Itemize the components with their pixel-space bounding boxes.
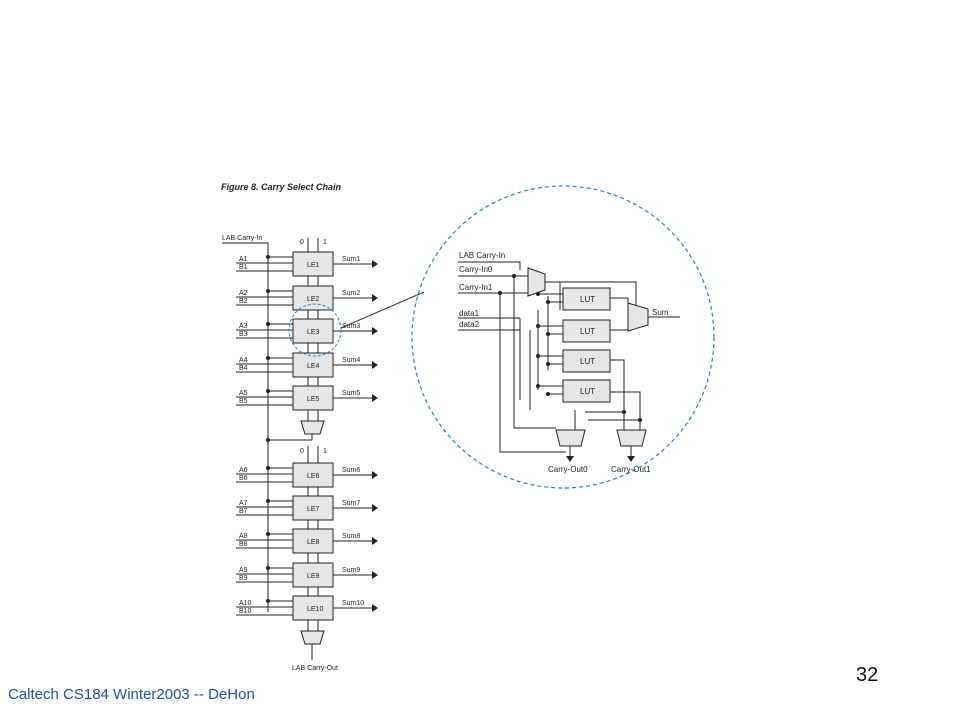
lut-1: LUT [536,287,611,311]
le3-highlight-circle [288,303,342,357]
sum-label: Sum8 [342,533,360,540]
lab-carry-out-label: LAB Carry-Out [292,665,338,672]
detail-input-mux [527,267,546,297]
input-a-label: A1 [239,256,248,263]
carry-out1-mux [616,429,647,447]
input-a-label: A2 [239,290,248,297]
lut-4: LUT [536,379,611,403]
detail-zoom-circle [411,185,715,489]
select-1-label: 1 [323,239,327,246]
le-label: LE2 [307,296,320,303]
input-a-label: A4 [239,357,248,364]
detail-data2: data2 [459,320,480,329]
detail-data1: data1 [459,309,480,318]
sum-label: Sum4 [342,357,360,364]
input-b-label: B2 [239,298,248,305]
lut-2: LUT [536,319,611,343]
le-label: LE3 [307,329,320,336]
sum-label: Sum2 [342,290,360,297]
lab-carry-in-label: LAB Carry-In [222,235,263,242]
carry-out1-label: Carry-Out1 [611,465,651,474]
le-label: LE10 [307,606,323,613]
detail-sum-label: Sum [652,308,669,317]
le-label: LE6 [307,473,320,480]
carry-out0-label: Carry-Out0 [548,465,588,474]
input-b-label: B4 [239,365,248,372]
le-label: LE8 [307,539,320,546]
sum-label: Sum1 [342,256,360,263]
sum-label: Sum10 [342,600,364,607]
input-a-label: A5 [239,390,248,397]
input-a-label: A10 [239,600,252,607]
sum-label: Sum3 [342,323,360,330]
sum-label: Sum9 [342,567,360,574]
le-label: LE9 [307,573,320,580]
input-b-label: B6 [239,475,248,482]
le-label: LE1 [307,262,320,269]
lut-label: LUT [580,357,595,366]
input-b-label: B1 [239,264,248,271]
select-0-label-lower: 0 [300,448,304,455]
select-0-label: 0 [300,239,304,246]
input-b-label: B9 [239,575,248,582]
lut-group: LUT LUT LUT LUT [536,287,611,403]
input-b-label: B7 [239,508,248,515]
zoom-connector [340,291,425,329]
input-b-label: B5 [239,398,248,405]
final-carry-mux [300,630,325,645]
mid-carry-mux [300,420,325,435]
footer-text: Caltech CS184 Winter2003 -- DeHon [8,686,255,703]
figure-title: Figure 8. Carry Select Chain [221,182,342,192]
sum-label: Sum6 [342,467,360,474]
lab-carry-in-line [222,242,269,612]
detail-carry-in0: Carry-In0 [459,265,493,274]
input-b-label: B10 [239,608,252,615]
select-1-label-lower: 1 [323,448,327,455]
input-b-label: B3 [239,331,248,338]
carry-out0-mux [555,429,586,447]
input-a-label: A9 [239,567,248,574]
input-a-label: A7 [239,500,248,507]
sum-mux [627,302,649,332]
lut-label: LUT [580,387,595,396]
sum-label: Sum7 [342,500,360,507]
input-a-label: A3 [239,323,248,330]
le-label: LE7 [307,506,320,513]
input-a-label: A6 [239,467,248,474]
lut-label: LUT [580,327,595,336]
detail-lab-carry-in: LAB Carry-In [459,251,505,260]
sum-label: Sum5 [342,390,360,397]
lut-3: LUT [536,349,611,373]
lut-label: LUT [580,295,595,304]
le-label: LE4 [307,363,320,370]
le-label: LE5 [307,396,320,403]
input-b-label: B8 [239,541,248,548]
detail-carry-in1: Carry-In1 [459,283,493,292]
input-a-label: A8 [239,533,248,540]
page-number: 32 [856,664,879,686]
